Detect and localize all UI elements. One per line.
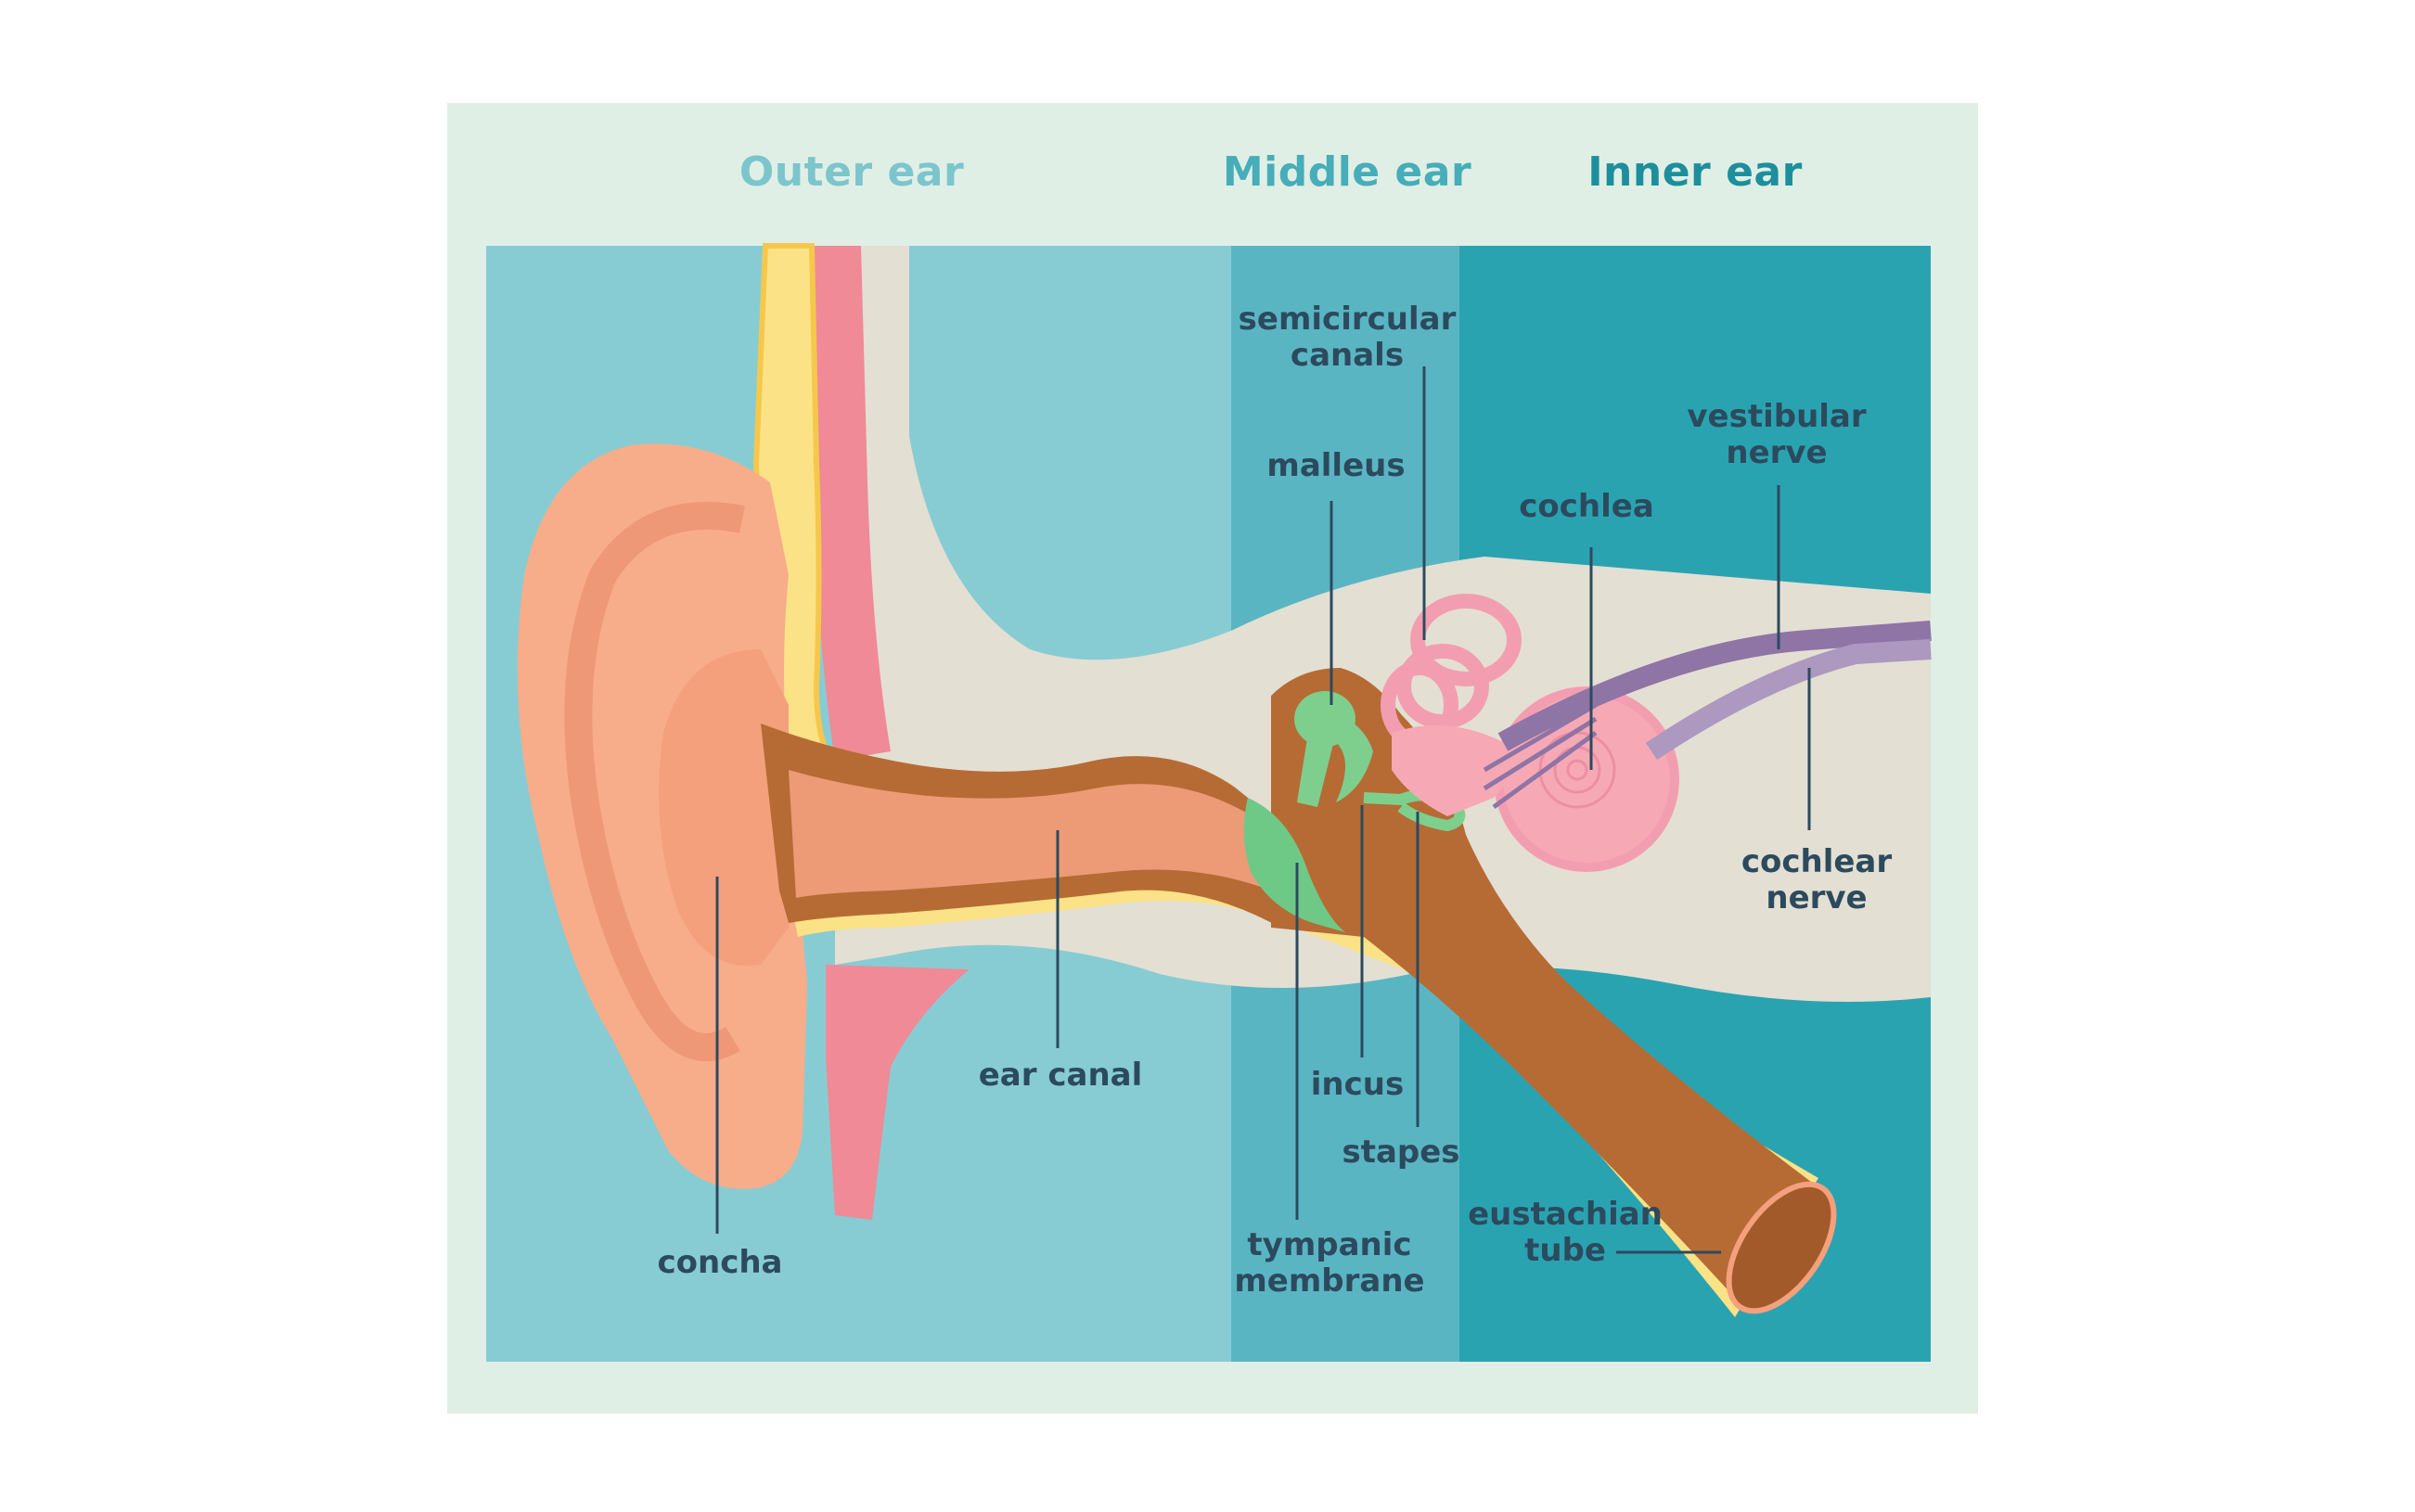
cochlea-shell	[1494, 686, 1679, 872]
inner-ear-title: Inner ear	[1587, 148, 1803, 196]
pinna-inner-fold	[564, 502, 745, 1061]
vestibular-nerve-label-2: nerve	[1726, 434, 1827, 471]
canal-wall-upper	[810, 246, 891, 761]
cochlear-nerve-label-2: nerve	[1766, 879, 1867, 916]
malleus-handle	[1297, 733, 1336, 807]
concha-bowl	[659, 649, 789, 967]
middle-ear-cavity	[1271, 668, 1818, 1308]
eustachian-tube-label-1: eustachian	[1468, 1196, 1663, 1233]
tympanic-membrane-label-2: membrane	[1234, 1262, 1424, 1300]
nerve-fibers	[1483, 702, 1598, 810]
vestibular-nerve-label-1: vestibular	[1687, 398, 1867, 435]
ear-canal	[789, 770, 1271, 898]
cochlear-nerve	[1645, 639, 1932, 761]
middle-ear-title: Middle ear	[1222, 148, 1472, 196]
semicircular-canals-label-2: canals	[1291, 337, 1404, 374]
incus	[1336, 714, 1373, 802]
canal-wall-lower	[826, 965, 970, 1220]
incus-label: incus	[1311, 1066, 1404, 1103]
eustachian-tube-label-2: tube	[1524, 1232, 1606, 1269]
stapes-label: stapes	[1342, 1134, 1459, 1171]
cochlea-label: cochlea	[1519, 488, 1654, 525]
tympanic-membrane-label-1: tympanic	[1247, 1226, 1411, 1263]
leader-lines	[715, 366, 1811, 1254]
tympanic-membrane	[1243, 798, 1345, 932]
ear-canal-label: ear canal	[979, 1057, 1143, 1094]
vestibule	[1392, 725, 1510, 816]
cochlear-nerve-label-1: cochlear	[1741, 843, 1893, 880]
concha-label: concha	[657, 1244, 782, 1281]
outer-ear-title: Outer ear	[739, 148, 965, 196]
eustachian-tube-opening	[1726, 1181, 1837, 1314]
semicircular-canals	[1381, 594, 1522, 750]
semicircular-canals-label-1: semicircular	[1239, 301, 1457, 338]
vestibular-nerve	[1497, 621, 1932, 751]
malleus-label: malleus	[1266, 447, 1405, 484]
